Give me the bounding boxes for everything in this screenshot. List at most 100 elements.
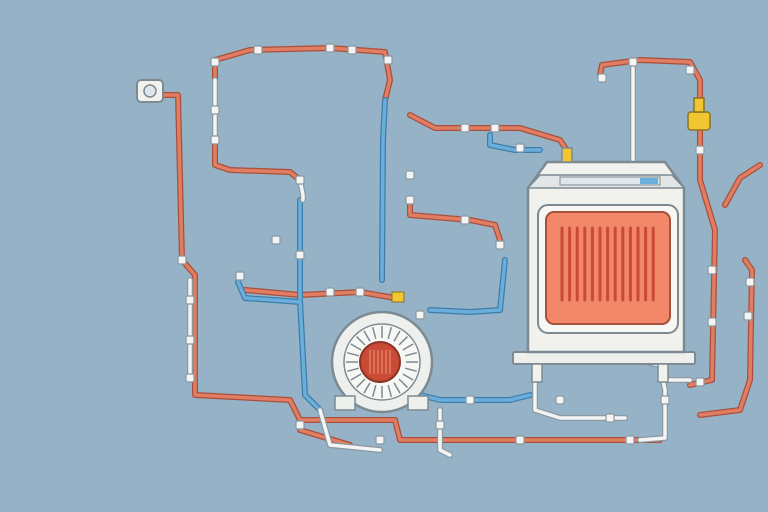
pump-outlet [407,395,429,411]
pump-fin [393,382,401,394]
pump-fin [398,378,408,388]
pipe-joint [743,311,753,321]
pipe-joint [695,145,705,155]
wall-meter [136,79,164,103]
pump-fin [347,367,360,373]
pipe-joint [177,255,187,265]
boiler-heating-stripes [560,226,655,302]
pipe-joint [253,45,263,55]
pipe-joint [325,43,335,53]
yellow-valve [687,97,711,131]
pipe-joint [707,265,717,275]
pump-fin [363,330,371,342]
pipe-joint [383,55,393,65]
pipe-joint [405,195,415,205]
pump-fin [387,327,393,340]
hot-pipe-segment [698,258,754,417]
pump-fins [346,326,418,398]
pump-fin [387,384,393,397]
pump-fin [393,330,401,342]
pump-fin [350,343,362,351]
hot-pipe-segment [598,58,717,387]
pipe-joint [495,240,505,250]
pipe-joint [490,123,500,133]
yellow-valve-handle [693,97,705,113]
wall-meter-dial [143,84,157,98]
pipe-joint [555,395,565,405]
hot-pipe-segment [408,198,502,242]
pipe-joint [605,413,615,423]
white-pipe-segment [318,408,382,452]
pipe-joint [185,335,195,345]
yellow-valve-body [687,111,711,131]
pipe-joint [355,287,365,297]
pump-rotor-coils [369,350,391,374]
pump-mount [334,395,356,411]
pipe-joint [325,287,335,297]
pipe-joint [405,170,415,180]
white-pipe [187,57,693,458]
pipe-joint [185,373,195,383]
pump-fin [363,382,371,394]
pipe-joint [295,250,305,260]
pump-fin [371,327,377,340]
pump-fin [398,336,408,346]
boiler-leg-left [531,363,543,383]
cold-pipe-segment [236,280,302,304]
pump-fin [404,351,417,357]
pipe-joint [465,395,475,405]
pipe-joint [460,215,470,225]
pipe-joint [210,135,220,145]
pipe-joint [415,310,425,320]
pipe-joint [695,377,705,387]
hot-pipe-segment [723,163,762,207]
pipe-joint [295,420,305,430]
pipe-joint [295,175,305,185]
hot-pipe-segment [158,93,662,442]
pipe-joint [707,317,717,327]
pump-fin [350,373,362,381]
pipe-joint [460,123,470,133]
boiler-top-fitting [561,147,573,163]
pipe-joint [515,435,525,445]
pump-fin [356,378,366,388]
cold-pipe-segment [488,133,542,152]
cold-pipe-segment [428,258,507,314]
cold-pipe-segment [418,393,532,402]
pipe-joint [628,57,638,67]
pipe-joint [685,65,695,75]
pipe-joint [375,435,385,445]
pipe-joint [597,73,607,83]
pipe-joint [235,271,245,281]
boiler-unit [512,147,696,383]
pipe-joint [625,435,635,445]
pipe-joint [210,105,220,115]
cold-pipe-segment [380,98,387,282]
pump-fin [402,343,414,351]
valves-and-fittings [177,43,755,445]
white-pipe-segment [298,178,305,202]
pipe-joint [660,395,670,405]
circulation-pump [330,310,434,414]
pipe-joint [210,57,220,67]
small-yellow-fitting [391,291,405,303]
pump-rotor [359,341,401,383]
cold-pipe-segment [298,198,322,412]
hot-pipe-segment [213,46,392,102]
pipe-joint [347,45,357,55]
hot-pipe-segment [408,113,572,157]
pipe-joint [435,420,445,430]
pipe-joint [185,295,195,305]
boiler-indicator-light [640,178,658,184]
pipe-joint [271,235,281,245]
pump-fin [371,384,377,397]
white-pipe-segment [533,368,627,420]
boiler-control-panel [559,176,661,186]
pump-fin [347,351,360,357]
pump-fin [356,336,366,346]
pipe-joint [745,277,755,287]
boiler-leg-right [657,363,669,383]
boiler-base-plate [512,351,696,365]
pump-fin [402,373,414,381]
